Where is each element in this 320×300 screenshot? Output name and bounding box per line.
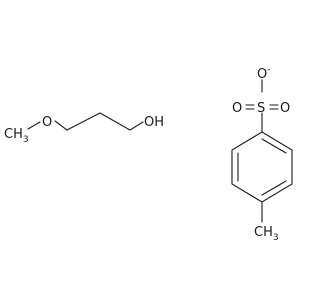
benzene-ring bbox=[231, 131, 293, 203]
ring-double-bond-2 bbox=[261, 180, 287, 196]
methoxypropanol-molecule: CH3 O OH bbox=[4, 112, 164, 145]
ether-oxygen-label: O bbox=[42, 115, 52, 130]
oxygen-top-label: O- bbox=[257, 65, 270, 82]
ring-double-bond-1 bbox=[261, 138, 287, 154]
methyl-label-right: CH3 bbox=[254, 225, 279, 243]
structure-diagram: CH3 O OH S O- O O CH3 bbox=[4, 65, 293, 243]
hydroxyl-label: OH bbox=[144, 115, 164, 130]
oxygen-left-label: O bbox=[232, 101, 242, 116]
methyl-label-left: CH3 bbox=[4, 127, 29, 145]
sulfur-label: S bbox=[257, 101, 265, 116]
bond-o-c1 bbox=[54, 120, 68, 131]
tosylate-molecule: S O- O O CH3 bbox=[231, 65, 293, 243]
bond-ch3-o bbox=[27, 121, 41, 130]
oxygen-right-label: O bbox=[280, 101, 290, 116]
bond-c3-oh bbox=[129, 121, 144, 131]
bond-c1-c2 bbox=[66, 112, 101, 131]
bond-c2-c3 bbox=[99, 112, 131, 131]
